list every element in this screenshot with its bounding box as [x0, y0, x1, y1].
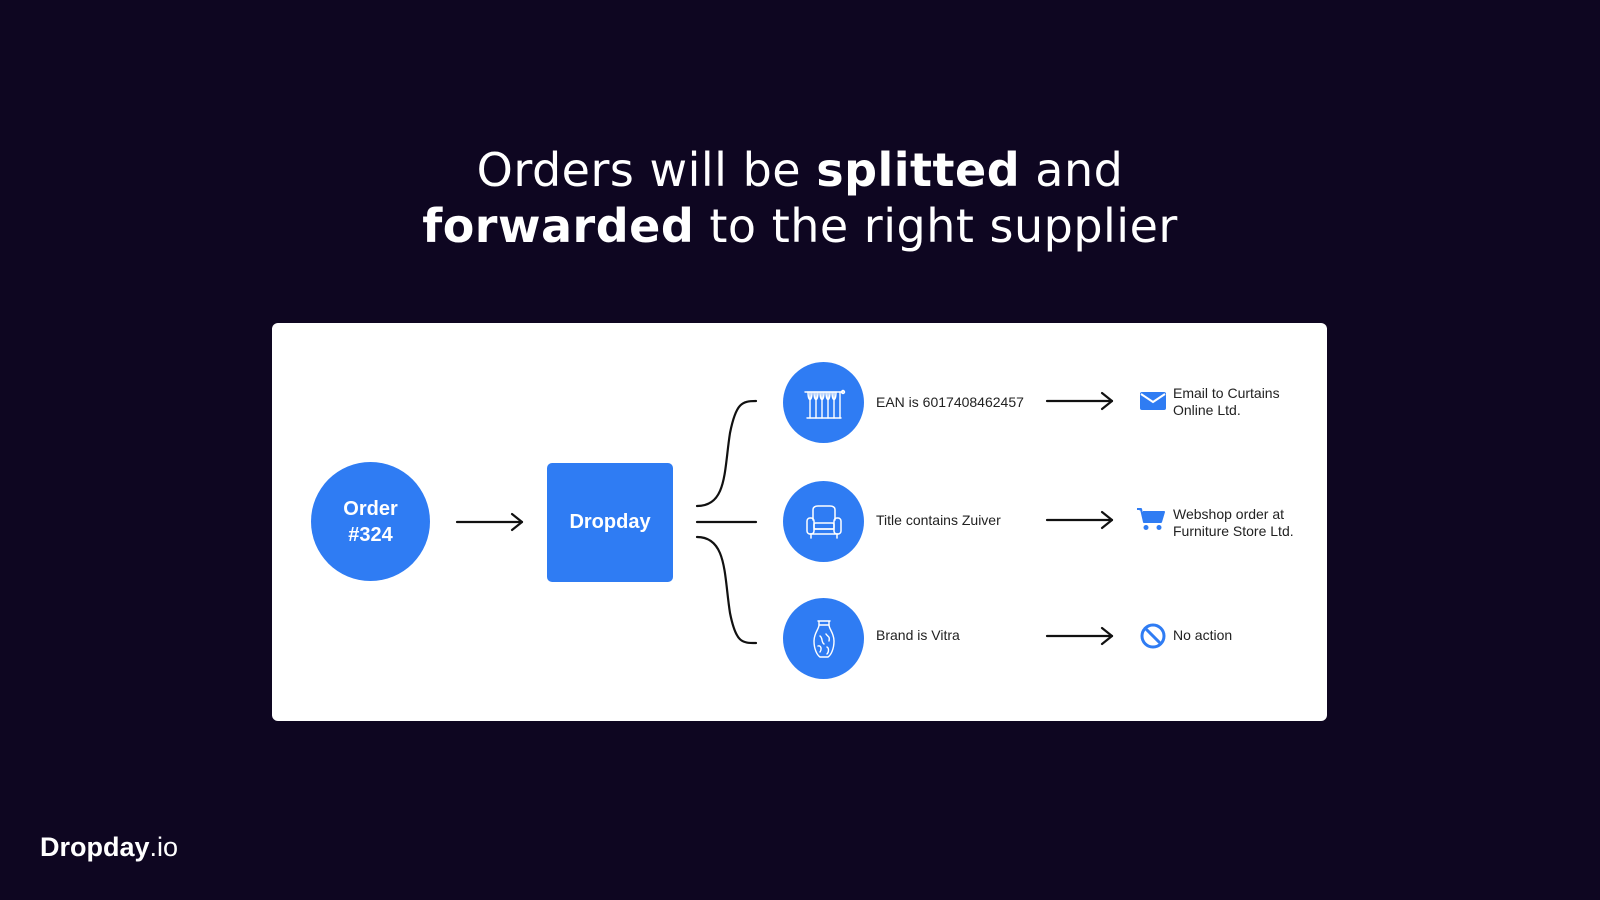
headline-line-2: forwarded to the right supplier [0, 198, 1600, 254]
no-entry-icon [1138, 621, 1168, 651]
brand-name: Dropday [40, 832, 150, 862]
arrow-rule-3-head [1100, 626, 1114, 646]
headline-text: Orders will be [476, 143, 817, 197]
rule-action-email: Email to Curtains Online Ltd. [1173, 385, 1280, 418]
brand-suffix: .io [149, 832, 179, 862]
rule-condition-title: Title contains Zuiver [876, 512, 1001, 528]
headline-line-1: Orders will be splitted and [0, 142, 1600, 198]
brand-logo: Dropday.io [40, 829, 178, 865]
order-node-number: #324 [348, 523, 393, 546]
headline-emphasis-forwarded: forwarded [422, 199, 695, 253]
rule-condition-ean: EAN is 6017408462457 [876, 394, 1024, 410]
rule-action-none: No action [1173, 627, 1233, 643]
order-node-label: Order [343, 497, 398, 520]
arrow-rule-2-head [1100, 510, 1114, 530]
branch-curve-bottom [695, 535, 758, 645]
headline: Orders will be splitted and forwarded to… [0, 142, 1600, 254]
dropday-node-label: Dropday [569, 511, 651, 533]
vase-icon [783, 598, 864, 679]
branch-curve-top [695, 399, 758, 508]
dropday-node: Dropday [547, 463, 673, 582]
armchair-icon [783, 481, 864, 562]
headline-text: and [1020, 143, 1124, 197]
rule-condition-brand: Brand is Vitra [876, 627, 960, 643]
arrow-rule-1-head [1100, 391, 1114, 411]
headline-emphasis-splitted: splitted [816, 143, 1021, 197]
flow-diagram-card: Order #324 Dropday EAN is 6017408462457 … [272, 323, 1327, 721]
arrow-order-to-dropday-head [510, 512, 524, 532]
envelope-icon [1138, 386, 1168, 416]
radiator-icon [783, 362, 864, 443]
order-node: Order #324 [311, 462, 430, 581]
headline-text: to the right supplier [694, 199, 1178, 253]
rule-action-webshop: Webshop order at Furniture Store Ltd. [1173, 506, 1294, 539]
shopping-cart-icon [1136, 504, 1166, 534]
connector-lines [455, 391, 1114, 646]
